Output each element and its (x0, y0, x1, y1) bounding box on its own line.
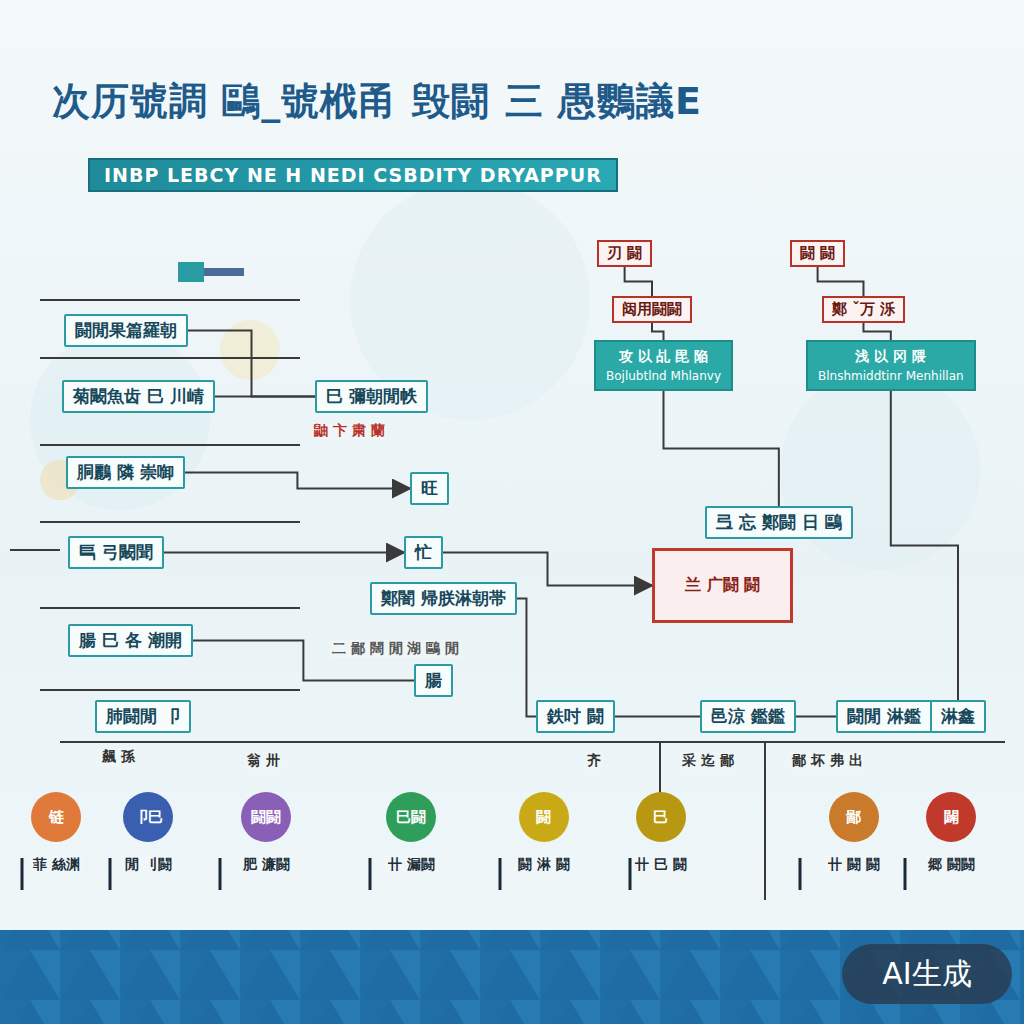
node-text: 鉄吋 闘 (547, 705, 604, 728)
connector (215, 396, 315, 398)
subtitle-band: INBP LEBCY NE H NEDI CSBDITY DRYAPPUR (88, 158, 618, 192)
node-text: 鄭 ˇ万 泺 (832, 300, 895, 319)
icon-node: 闘闘 淋 闘 (515, 792, 573, 874)
node-text: 忙 (415, 541, 432, 564)
node-text: 淋鑫 (941, 705, 975, 728)
icon-caption: 卄 漏闘 (385, 856, 438, 874)
icon-glyph: 闢 (926, 792, 976, 842)
icon-node: 鄙卄 闘 闘 (825, 792, 883, 874)
node-text: 腸 巳 各 潮開 (79, 629, 182, 652)
icon-caption: 閒 刂闘 (122, 856, 175, 874)
process-box: 忙 (404, 536, 443, 569)
process-box: 闘閒 淋鑑 (836, 700, 932, 733)
process-box: 鄭闇 帰朕淋朝帯 (370, 582, 517, 615)
diagram-title: 次历號調 鷗_號栰甬 毁闘 三 愚鸚議E (52, 76, 702, 127)
icon-node: 链菲 絲渊 (30, 792, 83, 874)
process-box: 巳 彌朝閒帙 (315, 380, 428, 413)
node-text: 刃 闘 (607, 244, 642, 263)
icon-glyph: 卩巳 (123, 792, 173, 842)
icon-caption: 卄 闘 闘 (825, 856, 883, 874)
icon-node: 巳闘卄 漏闘 (385, 792, 438, 874)
process-box: 鉄吋 闘 (536, 700, 615, 733)
process-box: 胴鸝 隣 崇啣 (66, 456, 185, 489)
icon-node: 闢郷 闘闘 (925, 792, 978, 874)
note-label: 飆 孫 (100, 748, 137, 766)
icon-glyph: 鄙 (829, 792, 879, 842)
connector (796, 716, 836, 718)
connector (891, 391, 958, 700)
icon-caption: 闘 淋 闘 (515, 856, 573, 874)
node-text: 闼用闘闘 (622, 300, 682, 319)
note-label: 鼬 卞 粛 蘭 (312, 422, 387, 440)
icon-glyph: 巳 (636, 792, 686, 842)
node-text: 闘閒 淋鑑 (847, 705, 921, 728)
icon-glyph: 闘 (519, 792, 569, 842)
node-text: 弖 忘 鄭闘 日 鷗 (716, 511, 842, 534)
note-label: 采 迄 鄙 (680, 752, 736, 770)
icon-node: 闘闘肥 濂闘 (240, 792, 293, 874)
process-box: 刃 闘 (597, 240, 652, 267)
node-text: 鄭闇 帰朕淋朝帯 (381, 587, 506, 610)
process-box: 攻 以 乩 毘 陥 Bojlubtlnd Mhlanvy (594, 340, 733, 391)
note-label: 齐 (585, 752, 603, 770)
icon-caption: 肥 濂闘 (240, 856, 293, 874)
connector (625, 267, 652, 296)
connector (664, 391, 779, 506)
node-text: 肺闘閒 卩 (106, 705, 180, 728)
connector (164, 552, 404, 554)
node-text: 闘 闘 (800, 244, 835, 263)
node-text: 腸 (425, 669, 442, 692)
node-text: 闘閒果篇羅朝 (75, 319, 177, 342)
process-box: 闼用闘闘 (612, 296, 692, 323)
icon-caption: 卄 巳 闘 (632, 856, 690, 874)
icon-node: 卩巳閒 刂闘 (122, 792, 175, 874)
process-box: 邑涼 鑑鑑 (700, 700, 796, 733)
node-text: 胴鸝 隣 崇啣 (77, 461, 174, 484)
process-box: 淋鑫 (930, 700, 986, 733)
node-text: 邑涼 鑑鑑 (711, 705, 785, 728)
node-text: 巳 彌朝閒帙 (326, 385, 417, 408)
node-text: Blnshmiddtinr Menhillan (818, 369, 964, 383)
node-text: 浅 以 冈 隈 (818, 348, 964, 366)
connector (185, 473, 410, 489)
connector (517, 599, 536, 717)
process-box: 弖 忘 鄭闘 日 鷗 (705, 506, 853, 539)
node-text: INBP LEBCY NE H NEDI CSBDITY DRYAPPUR (104, 164, 602, 186)
note-label: 鄙 坏 弗 出 (790, 752, 865, 770)
note-label: 翁 卅 (245, 752, 282, 770)
process-box: 浅 以 冈 隈 Blnshmiddtinr Menhillan (806, 340, 976, 391)
node-text: 巪 弓闞聞 (79, 541, 153, 564)
connector (615, 716, 700, 718)
icon-caption: 郷 闘闘 (925, 856, 978, 874)
connector (818, 267, 864, 296)
icon-node: 巳卄 巳 闘 (632, 792, 690, 874)
watermark: AI生成 (842, 944, 1012, 1004)
process-box: 闘閒果篇羅朝 (64, 314, 188, 347)
process-box: 巪 弓闞聞 (68, 536, 164, 569)
note-label: 二 鄙 闊 閒 湖 鷗 閒 (330, 640, 461, 658)
process-box: 腸 (414, 664, 453, 697)
node-text: Bojlubtlnd Mhlanvy (606, 369, 721, 383)
connector (652, 323, 664, 340)
icon-glyph: 闘闘 (241, 792, 291, 842)
process-box: 肺闘閒 卩 (95, 700, 191, 733)
process-box: 兰 广闘 闘 (652, 548, 793, 623)
process-box: 旺 (410, 472, 449, 505)
process-box: 鄭 ˇ万 泺 (822, 296, 905, 323)
node-text: 兰 广闘 闘 (685, 575, 760, 596)
connector (863, 323, 890, 340)
process-box: 闘 闘 (790, 240, 845, 267)
connector (443, 553, 652, 586)
node-text: 旺 (421, 477, 438, 500)
icon-caption: 菲 絲渊 (30, 856, 83, 874)
node-text: 菊闞魚齿 巳 川崝 (73, 385, 204, 408)
process-box: 腸 巳 各 潮開 (68, 624, 193, 657)
process-box: 菊闞魚齿 巳 川崝 (62, 380, 215, 413)
icon-glyph: 链 (31, 792, 81, 842)
icon-glyph: 巳闘 (386, 792, 436, 842)
node-text: 攻 以 乩 毘 陥 (606, 348, 721, 366)
